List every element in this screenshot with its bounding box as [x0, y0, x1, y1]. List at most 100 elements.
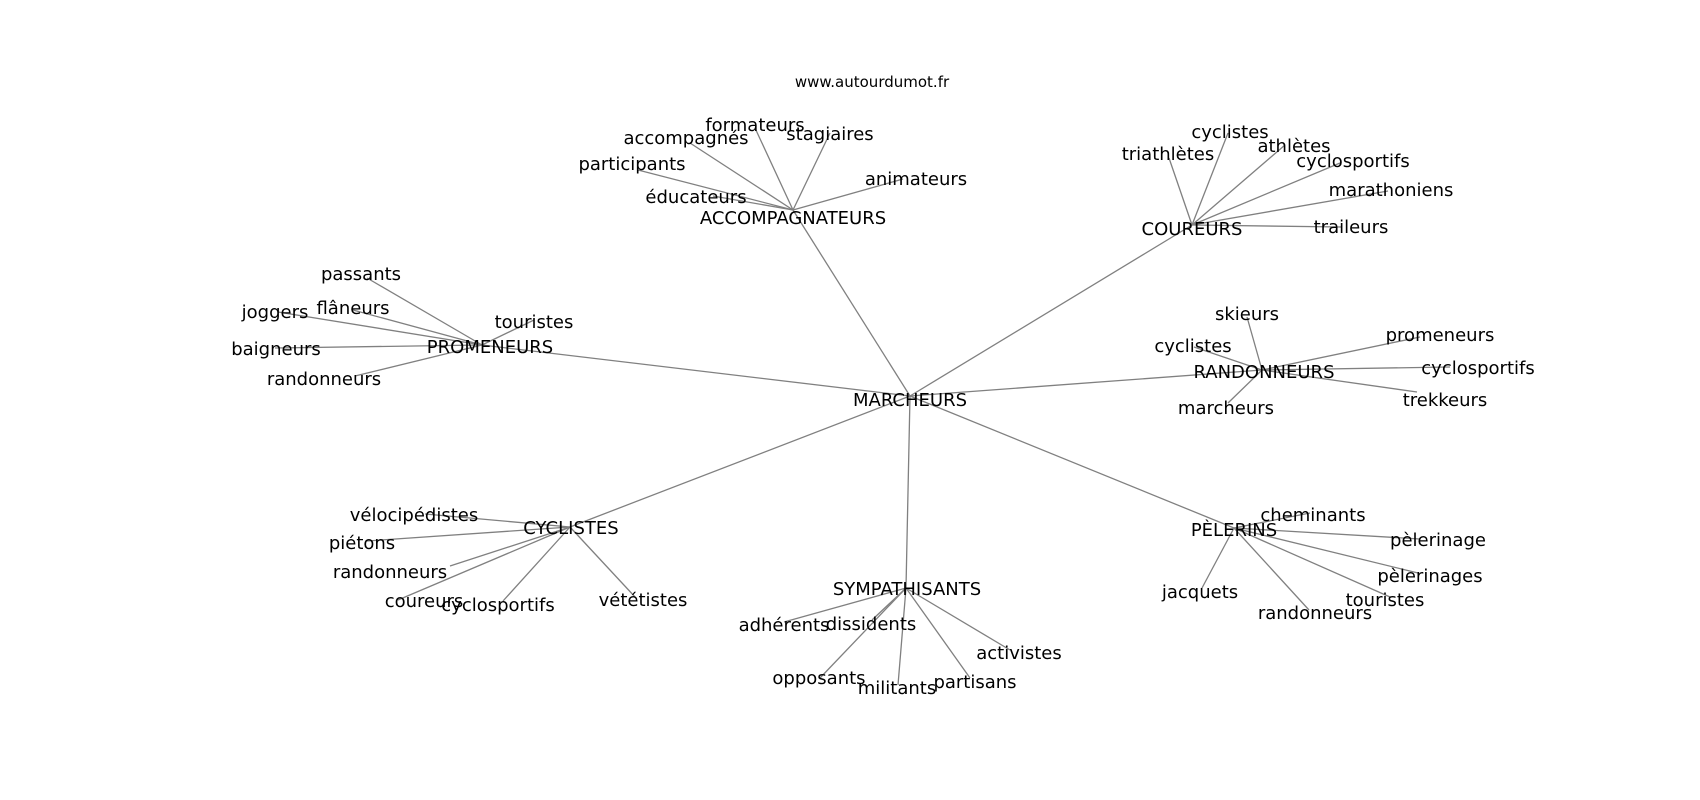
leaf-node-coureurs-traileurs: traileurs: [1314, 217, 1389, 238]
edge-coureurs-cyclistes: [1191, 132, 1229, 226]
hub-node-pelerins: PÈLERINS: [1191, 519, 1277, 541]
leaf-node-randonneurs-trekkeurs: trekkeurs: [1403, 390, 1488, 411]
edge-sympathisants-opposants: [819, 587, 907, 679]
edge-cyclistes-randonneurs: [449, 526, 571, 567]
edge-coureurs-triathletes: [1168, 157, 1193, 226]
edge-randonneurs-marcheurs: [1227, 369, 1263, 404]
hub-node-coureurs: COUREURS: [1142, 219, 1243, 240]
leaf-node-promeneurs-baigneurs: baigneurs: [231, 339, 321, 360]
leaf-node-coureurs-athletes: athlètes: [1257, 136, 1330, 157]
edge-center-randonneurs: [909, 369, 1263, 397]
edge-coureurs-athletes: [1191, 144, 1286, 226]
edge-sympathisants-partisans: [905, 587, 971, 679]
edge-center-pelerins: [909, 395, 1235, 529]
leaf-node-accompagnateurs-formateurs: formateurs: [705, 115, 804, 136]
hub-node-accompagnateurs: ACCOMPAGNATEURS: [700, 208, 886, 229]
leaf-node-randonneurs-marcheurs: marcheurs: [1178, 398, 1274, 419]
edge-promeneurs-passants: [366, 277, 483, 346]
leaf-node-accompagnateurs-participants: participants: [578, 154, 685, 175]
leaf-node-coureurs-triathletes: triathlètes: [1122, 144, 1215, 165]
leaf-node-randonneurs-promeneurs: promeneurs: [1386, 325, 1495, 346]
edge-randonneurs-trekkeurs: [1261, 369, 1418, 393]
leaf-node-accompagnateurs-educateurs: éducateurs: [645, 187, 746, 208]
edge-cyclistes-vetetistes: [569, 526, 637, 599]
leaf-node-coureurs-marathoniens: marathoniens: [1329, 180, 1454, 201]
leaf-node-pelerins-pelerinage: pèlerinage: [1390, 530, 1486, 551]
edge-pelerins-randonneurs: [1233, 527, 1310, 611]
hub-node-randonneurs: RANDONNEURS: [1194, 362, 1335, 383]
leaf-node-cyclistes-cyclosportifs: cyclosportifs: [441, 595, 554, 616]
edge-pelerins-pelerinage: [1233, 527, 1421, 540]
edge-sympathisants-militants: [897, 587, 907, 686]
leaf-node-promeneurs-flaneurs: flâneurs: [316, 298, 389, 319]
edge-randonneurs-cyclosportifs: [1261, 366, 1451, 371]
leaf-node-sympathisants-adherents: adhérents: [739, 615, 830, 636]
edge-promeneurs-joggers: [277, 311, 483, 346]
leaf-node-pelerins-cheminants: cheminants: [1260, 505, 1365, 526]
leaf-node-promeneurs-joggers: joggers: [241, 302, 309, 323]
edge-coureurs-traileurs: [1191, 224, 1343, 228]
edge-accompagnateurs-accompagnes: [689, 142, 794, 211]
edge-center-promeneurs: [481, 344, 911, 397]
edge-promeneurs-baigneurs: [274, 344, 483, 349]
hub-node-sympathisants: SYMPATHISANTS: [833, 579, 981, 600]
edge-sympathisants-activistes: [905, 587, 1011, 651]
edge-accompagnateurs-participants: [637, 169, 794, 211]
leaf-node-accompagnateurs-stagiaires: stagiaires: [786, 124, 873, 145]
leaf-node-pelerins-randonneurs: randonneurs: [1258, 603, 1372, 624]
leaf-node-randonneurs-skieurs: skieurs: [1215, 304, 1279, 325]
leaf-node-sympathisants-opposants: opposants: [772, 668, 865, 689]
edge-cyclistes-velocipedistes: [424, 513, 571, 528]
leaf-node-coureurs-cyclistes: cyclistes: [1191, 122, 1268, 143]
edge-accompagnateurs-animateurs: [792, 178, 904, 211]
edge-center-coureurs: [909, 224, 1193, 397]
leaf-node-cyclistes-pietons: piétons: [329, 533, 395, 554]
leaf-node-cyclistes-vetetistes: vététistes: [599, 590, 688, 611]
center-node-label: MARCHEURS: [853, 390, 967, 411]
edge-pelerins-jacquets: [1201, 527, 1235, 589]
leaf-node-cyclistes-velocipedistes: vélocipédistes: [350, 505, 478, 526]
edge-promeneurs-flaneurs: [352, 309, 483, 346]
edge-center-sympathisants: [905, 395, 911, 589]
leaf-node-coureurs-cyclosportifs: cyclosportifs: [1296, 151, 1409, 172]
edge-randonneurs-cyclistes: [1193, 346, 1263, 371]
leaf-node-sympathisants-dissidents: dissidents: [826, 614, 917, 635]
leaf-node-sympathisants-militants: militants: [858, 678, 936, 699]
leaf-node-cyclistes-randonneurs: randonneurs: [333, 562, 447, 583]
edge-pelerins-pelerinages: [1233, 527, 1419, 574]
edge-accompagnateurs-educateurs: [712, 195, 794, 211]
edge-randonneurs-skieurs: [1246, 316, 1263, 371]
leaf-node-promeneurs-passants: passants: [321, 264, 401, 285]
leaf-node-accompagnateurs-animateurs: animateurs: [865, 169, 967, 190]
edge-cyclistes-cyclosportifs: [502, 526, 571, 602]
edge-coureurs-cyclosportifs: [1191, 162, 1341, 226]
leaf-node-promeneurs-randonneurs: randonneurs: [267, 369, 381, 390]
graph-labels: MARCHEURS ACCOMPAGNATEURS formateursstagia…: [231, 115, 1535, 699]
hub-node-cyclistes: CYCLISTES: [523, 518, 618, 539]
leaf-node-cyclistes-coureurs: coureurs: [385, 591, 464, 612]
leaf-node-promeneurs-touristes: touristes: [495, 312, 574, 333]
edge-accompagnateurs-stagiaires: [792, 132, 831, 211]
leaf-node-pelerins-jacquets: jacquets: [1161, 582, 1238, 603]
edge-pelerins-cheminants: [1233, 512, 1311, 529]
leaf-node-pelerins-pelerinages: pèlerinages: [1377, 566, 1482, 587]
leaf-node-randonneurs-cyclosportifs: cyclosportifs: [1421, 358, 1534, 379]
edge-pelerins-touristes: [1233, 527, 1391, 598]
edge-accompagnateurs-formateurs: [754, 127, 794, 211]
edge-sympathisants-adherents: [783, 587, 907, 623]
edge-randonneurs-promeneurs: [1261, 336, 1421, 371]
leaf-node-randonneurs-cyclistes: cyclistes: [1154, 336, 1231, 357]
source-url: www.autourdumot.fr: [795, 73, 950, 91]
leaf-node-sympathisants-activistes: activistes: [976, 643, 1062, 664]
edge-center-accompagnateurs: [792, 209, 911, 397]
leaf-node-accompagnateurs-accompagnes: accompagnés: [623, 128, 748, 149]
edge-promeneurs-touristes: [481, 319, 535, 346]
edge-center-cyclistes: [569, 395, 911, 528]
edge-cyclistes-coureurs: [397, 526, 571, 601]
leaf-node-pelerins-touristes: touristes: [1346, 590, 1425, 611]
graph-edges: [274, 127, 1451, 686]
edge-cyclistes-pietons: [366, 526, 571, 542]
edge-coureurs-marathoniens: [1191, 190, 1389, 226]
leaf-node-sympathisants-partisans: partisans: [933, 672, 1016, 693]
